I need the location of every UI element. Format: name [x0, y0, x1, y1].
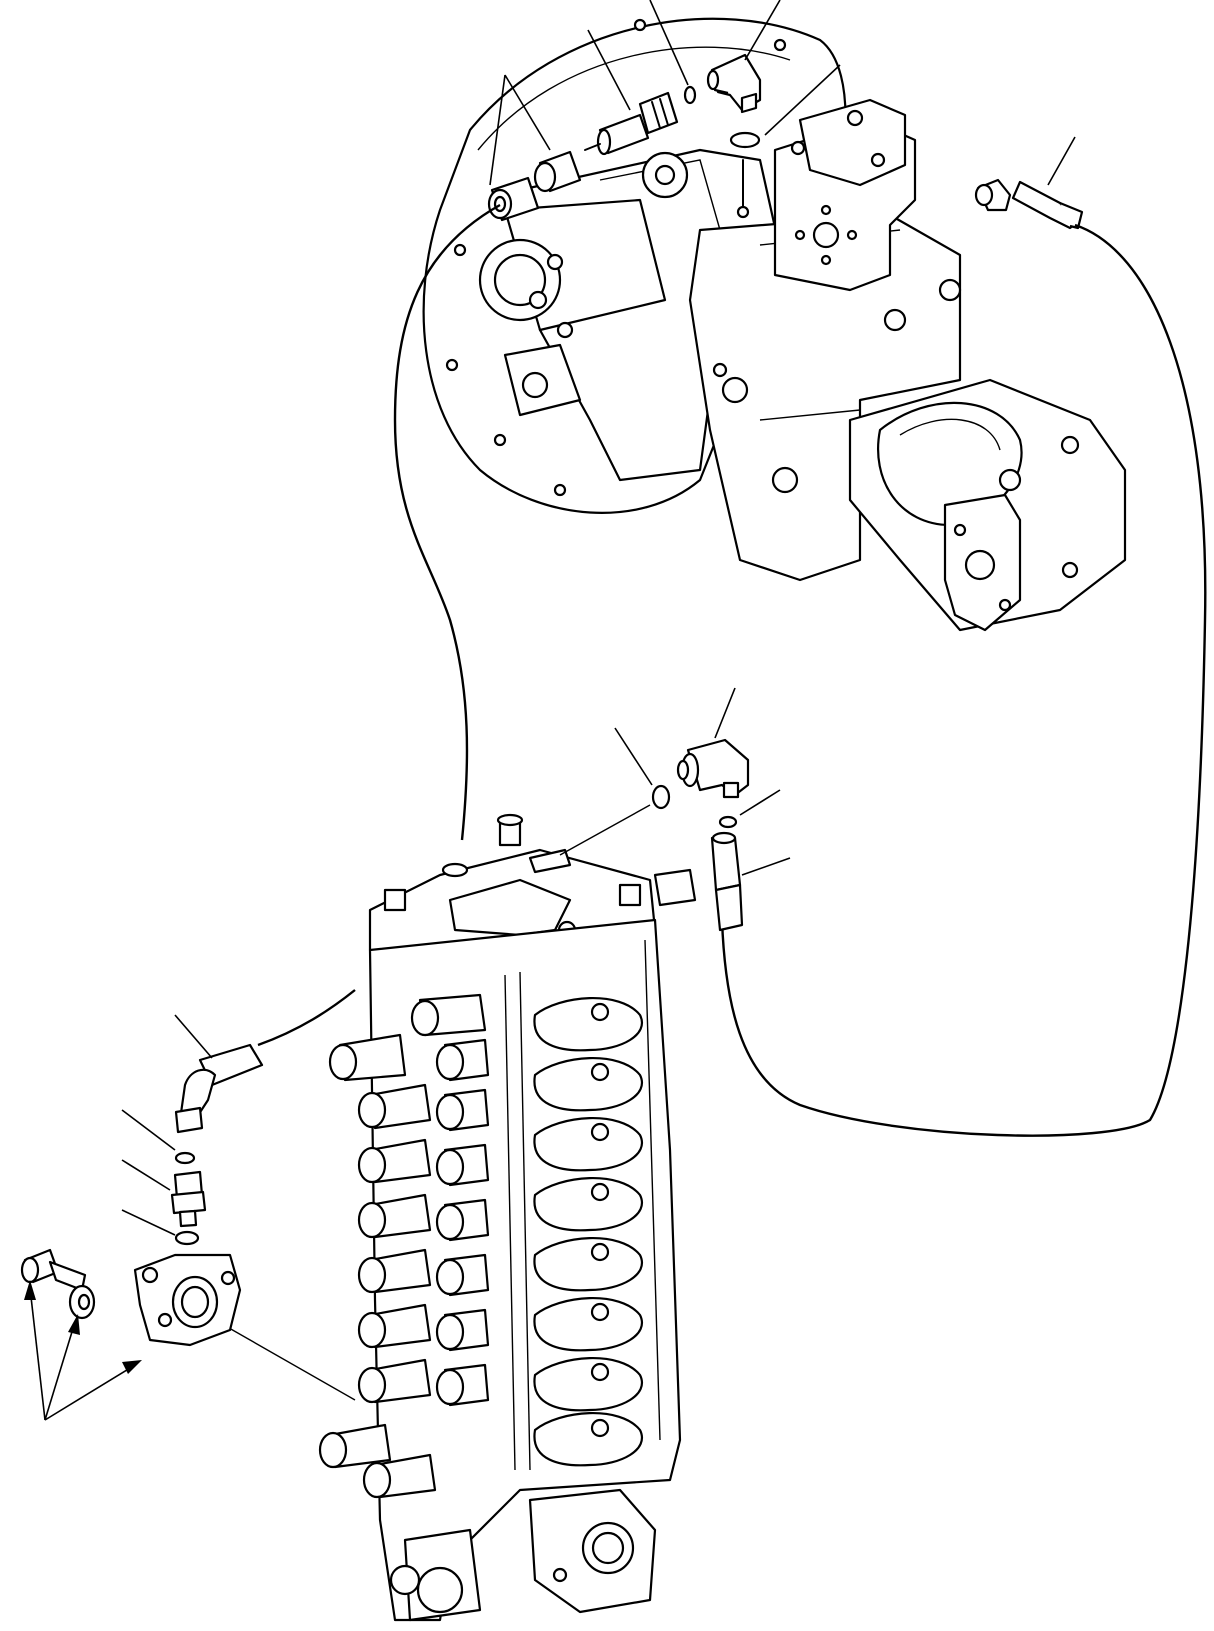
elbow-fitting-left — [174, 1043, 264, 1134]
hose-fitting-top-right — [974, 178, 1084, 230]
hose-left — [393, 203, 501, 841]
elbow-fitting-top — [706, 53, 762, 149]
connector-top — [584, 91, 679, 156]
bolt — [20, 1248, 87, 1292]
o-ring-top — [683, 85, 697, 105]
o-ring-left-2 — [174, 1230, 200, 1246]
adapter — [170, 1170, 207, 1228]
valve-spool-stack — [318, 993, 490, 1499]
hose-fitting-middle — [710, 831, 744, 932]
o-ring-left-1 — [174, 1151, 196, 1165]
leader-lines — [24, 0, 1076, 1421]
washer — [68, 1284, 96, 1320]
elbow-fitting-middle — [651, 738, 750, 829]
pump-assembly — [422, 17, 1127, 632]
hose-bottom-left — [257, 989, 356, 1047]
control-valve — [214, 804, 697, 1622]
hose-fitting-top-left — [487, 150, 582, 222]
valve-side-sections — [533, 997, 643, 1467]
flange-block — [133, 1253, 242, 1347]
hose-right — [720, 223, 1207, 1137]
